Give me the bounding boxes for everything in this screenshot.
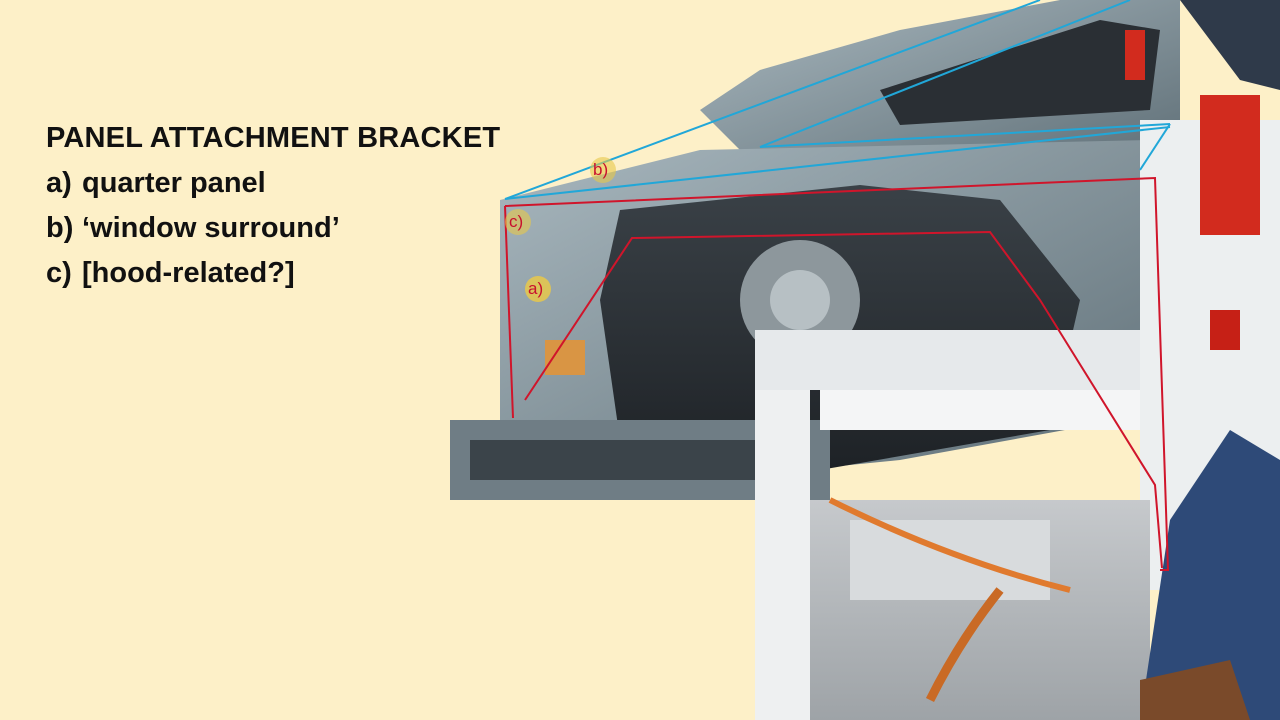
- fixture-post-left: [755, 330, 810, 720]
- list-item-c: c) [hood-related?]: [46, 251, 500, 296]
- clamp-red-top: [1125, 30, 1145, 80]
- slide-text: PANEL ATTACHMENT BRACKET a) quarter pane…: [46, 116, 500, 296]
- list-text: quarter panel: [82, 167, 266, 199]
- list-item-a: a) quarter panel: [46, 161, 500, 206]
- callout-b-badge: [590, 157, 616, 183]
- bracket-orange: [545, 340, 585, 375]
- list-text: ‘window surround’: [82, 212, 340, 244]
- window-opening: [880, 20, 1160, 125]
- clamp-red-upper: [1200, 95, 1260, 235]
- callout-a-label: a): [528, 279, 544, 298]
- worker-arm: [1180, 0, 1280, 90]
- worker-boot: [1140, 660, 1250, 720]
- list-letter: c): [46, 257, 72, 289]
- callout-a-badge: [525, 276, 551, 302]
- list-letter: b): [46, 212, 74, 244]
- callout-b-label: b): [593, 160, 609, 179]
- annotation-red: [504, 176, 1170, 571]
- callout-c-label: c): [509, 212, 524, 231]
- callout-c-badge: [505, 209, 531, 235]
- orange-cable-2: [925, 587, 1004, 703]
- clamp-red-lower: [1210, 310, 1240, 350]
- worker-leg: [1140, 430, 1280, 720]
- floor-panel: [850, 520, 1050, 600]
- slide-title: PANEL ATTACHMENT BRACKET: [46, 122, 501, 154]
- list-letter: a): [46, 167, 72, 199]
- list-item-b: b) ‘window surround’: [46, 206, 500, 251]
- motor-core: [770, 270, 830, 330]
- list-text: [hood-related?]: [82, 257, 295, 289]
- orange-cable: [828, 497, 1071, 593]
- lower-rail-dark: [470, 440, 810, 480]
